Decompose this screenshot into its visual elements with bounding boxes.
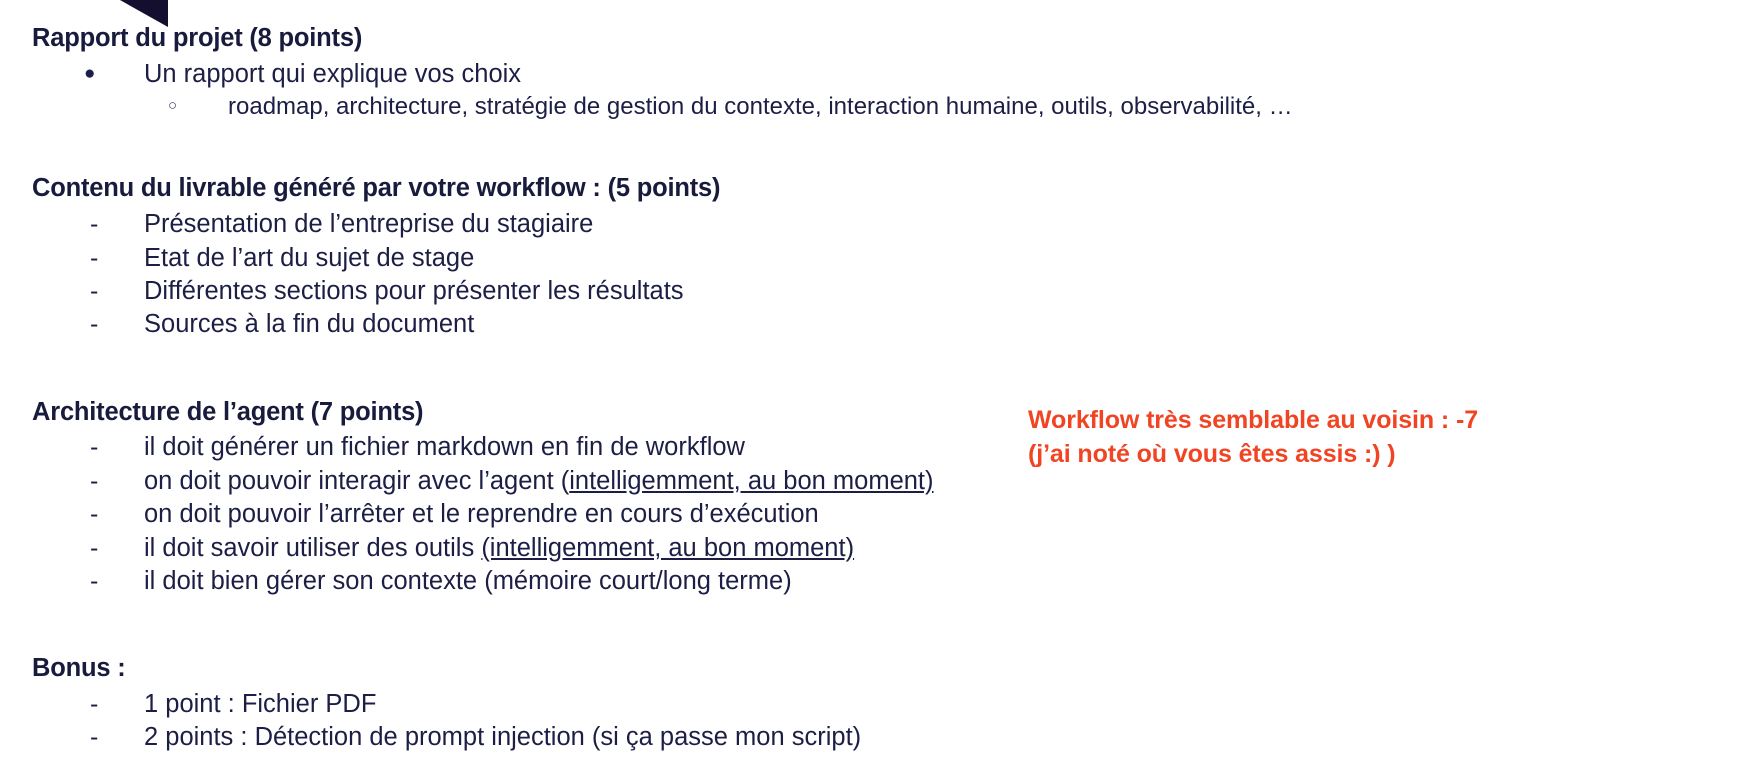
bullet-dash-icon: - <box>90 689 99 718</box>
list-item: - Différentes sections pour présenter le… <box>32 275 1152 308</box>
bullet-dash-icon: - <box>90 243 99 272</box>
list-item-label: Etat de l’art du sujet de stage <box>144 243 475 272</box>
section-spacer <box>32 362 1152 396</box>
corner-triangle-decoration <box>120 0 168 27</box>
bullet-circle-icon: ○ <box>168 97 178 115</box>
grading-annotation: Workflow très semblable au voisin : -7 (… <box>1028 404 1588 471</box>
list-architecture: - il doit générer un fichier markdown en… <box>32 431 1152 598</box>
bullet-dash-icon: - <box>90 310 99 339</box>
section-title-contenu: Contenu du livrable généré par votre wor… <box>32 174 721 203</box>
list-item-label: il doit générer un fichier markdown en f… <box>144 433 745 462</box>
list-item: - 2 points : Détection de prompt injecti… <box>32 721 1152 754</box>
bullet-dash-icon: - <box>90 500 99 529</box>
bullet-dash-icon: - <box>90 466 99 495</box>
bullet-dash-icon: - <box>90 433 99 462</box>
section-rapport-du-projet: Rapport du projet (8 points) ● Un rappor… <box>32 22 1293 123</box>
list-item: - Sources à la fin du document <box>32 308 1152 341</box>
bullet-dash-icon: - <box>90 276 99 305</box>
list-contenu: - Présentation de l’entreprise du stagia… <box>32 208 1152 342</box>
list-item-underlined-label: (intelligemment, au bon moment) <box>481 533 855 562</box>
list-item: - 1 point : Fichier PDF <box>32 688 1152 721</box>
list-item: ● Un rapport qui explique vos choix <box>32 58 1152 91</box>
section-architecture-agent: Architecture de l’agent (7 points) - il … <box>32 396 1152 599</box>
list-item-label: il doit savoir utiliser des outils <box>144 533 482 562</box>
list-item-label: Un rapport qui explique vos choix <box>144 59 522 88</box>
list-item-label: on doit pouvoir interagir avec l’agent ( <box>144 466 570 495</box>
list-item: - il doit bien gérer son contexte (mémoi… <box>32 565 1152 598</box>
bullet-dash-icon: - <box>90 566 99 595</box>
list-rapport: ● Un rapport qui explique vos choix ○ ro… <box>32 58 1293 123</box>
bullet-dash-icon: - <box>90 723 99 752</box>
list-item-label: 1 point : Fichier PDF <box>144 689 377 718</box>
list-item-label: on doit pouvoir l’arrêter et le reprendr… <box>144 500 819 529</box>
list-item-label: Sources à la fin du document <box>144 310 475 339</box>
section-spacer <box>32 618 1152 652</box>
section-spacer <box>32 142 1152 172</box>
section-title-bonus: Bonus : <box>32 654 126 683</box>
section-bonus: Bonus : - 1 point : Fichier PDF - 2 poin… <box>32 652 1152 754</box>
bullet-dash-icon: - <box>90 210 99 239</box>
list-item: - Etat de l’art du sujet de stage <box>32 242 1152 275</box>
grading-annotation-line-1: Workflow très semblable au voisin : -7 <box>1028 406 1479 434</box>
list-item-label: 2 points : Détection de prompt injection… <box>144 723 862 752</box>
list-item-label: roadmap, architecture, stratégie de gest… <box>228 93 1293 121</box>
list-item: - on doit pouvoir l’arrêter et le repren… <box>32 498 1152 531</box>
section-contenu-du-livrable: Contenu du livrable généré par votre wor… <box>32 172 1152 341</box>
list-item: - il doit générer un fichier markdown en… <box>32 431 1152 464</box>
list-item-label: Différentes sections pour présenter les … <box>144 276 684 305</box>
grading-annotation-line-2: (j’ai noté où vous êtes assis :) ) <box>1028 439 1396 468</box>
list-item: ○ roadmap, architecture, stratégie de ge… <box>32 91 1293 122</box>
list-item-label: Présentation de l’entreprise du stagiair… <box>144 210 594 239</box>
bullet-disc-icon: ● <box>84 62 96 84</box>
list-item: - on doit pouvoir interagir avec l’agent… <box>32 465 1152 498</box>
section-title-architecture: Architecture de l’agent (7 points) <box>32 397 424 426</box>
list-item: - Présentation de l’entreprise du stagia… <box>32 208 1152 241</box>
list-bonus: - 1 point : Fichier PDF - 2 points : Dét… <box>32 688 1152 755</box>
list-item: - il doit savoir utiliser des outils (in… <box>32 532 1152 565</box>
slide-content: Rapport du projet (8 points) ● Un rappor… <box>32 22 1293 775</box>
section-title-rapport: Rapport du projet (8 points) <box>32 24 363 52</box>
bullet-dash-icon: - <box>90 533 99 562</box>
list-item-underlined-label: intelligemment, au bon moment) <box>569 466 934 495</box>
list-item-label: il doit bien gérer son contexte (mémoire… <box>144 566 792 595</box>
